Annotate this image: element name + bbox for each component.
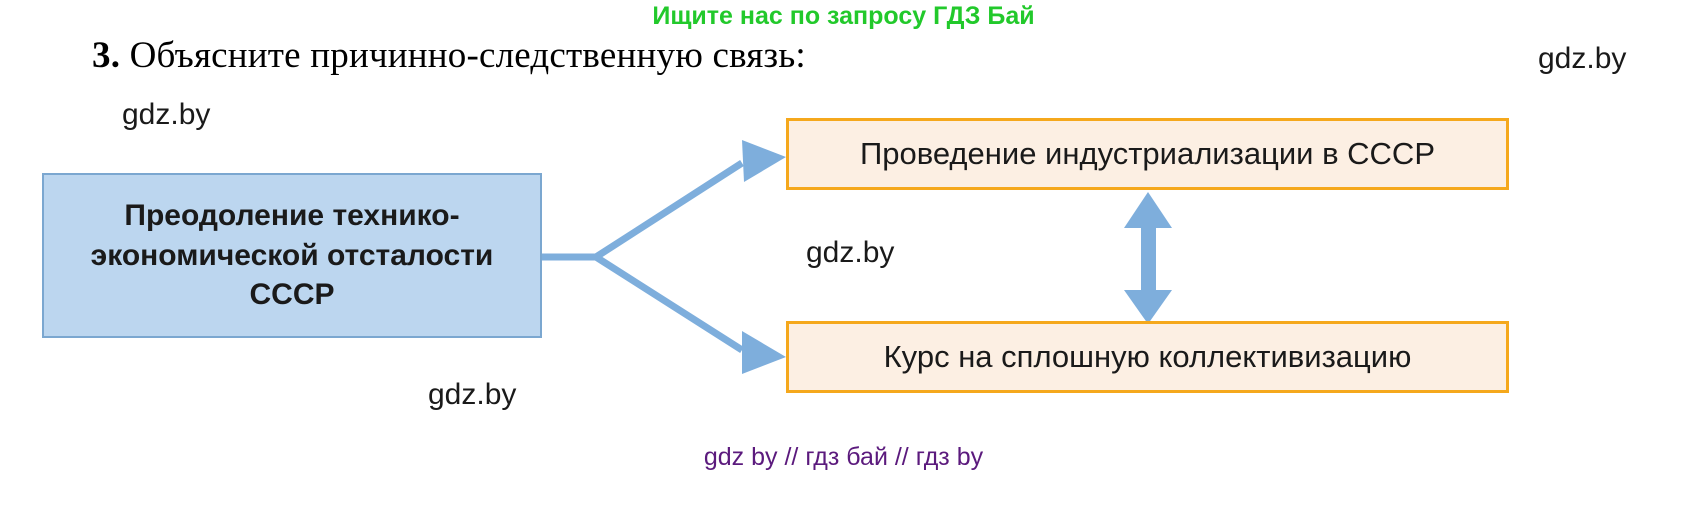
effect-box-collectivization[interactable]: Курс на сплошную коллективизацию bbox=[786, 321, 1509, 393]
task-number: 3. bbox=[92, 35, 121, 76]
effect-box-industrialization-label: Проведение индустриализации в СССР bbox=[859, 136, 1435, 171]
arrow-cause-to-industrialization bbox=[542, 140, 786, 261]
watermark-bottom: gdz.by bbox=[428, 378, 517, 411]
arrow-cause-to-collectivization bbox=[542, 253, 786, 374]
cause-box-technical-economic-backwardness[interactable]: Преодоление технико-экономической отстал… bbox=[42, 173, 542, 338]
arrow-two-way-industrialization-collectivization bbox=[1124, 192, 1172, 324]
footer-watermark-text: gdz by // гдз бай // гдз by bbox=[703, 443, 984, 471]
task-text: Объясните причинно-следственную связь: bbox=[129, 35, 806, 76]
effect-box-collectivization-label: Курс на сплошную коллективизацию bbox=[883, 339, 1412, 374]
watermark-top-left: gdz.by bbox=[122, 98, 211, 131]
effect-box-industrialization[interactable]: Проведение индустриализации в СССР bbox=[786, 118, 1509, 190]
watermark-middle: gdz.by bbox=[806, 236, 895, 269]
promo-banner-text: Ищите нас по запросу ГДЗ Бай bbox=[652, 2, 1035, 30]
watermark-top-right: gdz.by bbox=[1538, 42, 1627, 75]
page-title: 3. Объясните причинно-следственную связь… bbox=[92, 34, 806, 77]
cause-box-label: Преодоление технико-экономической отстал… bbox=[90, 198, 494, 312]
